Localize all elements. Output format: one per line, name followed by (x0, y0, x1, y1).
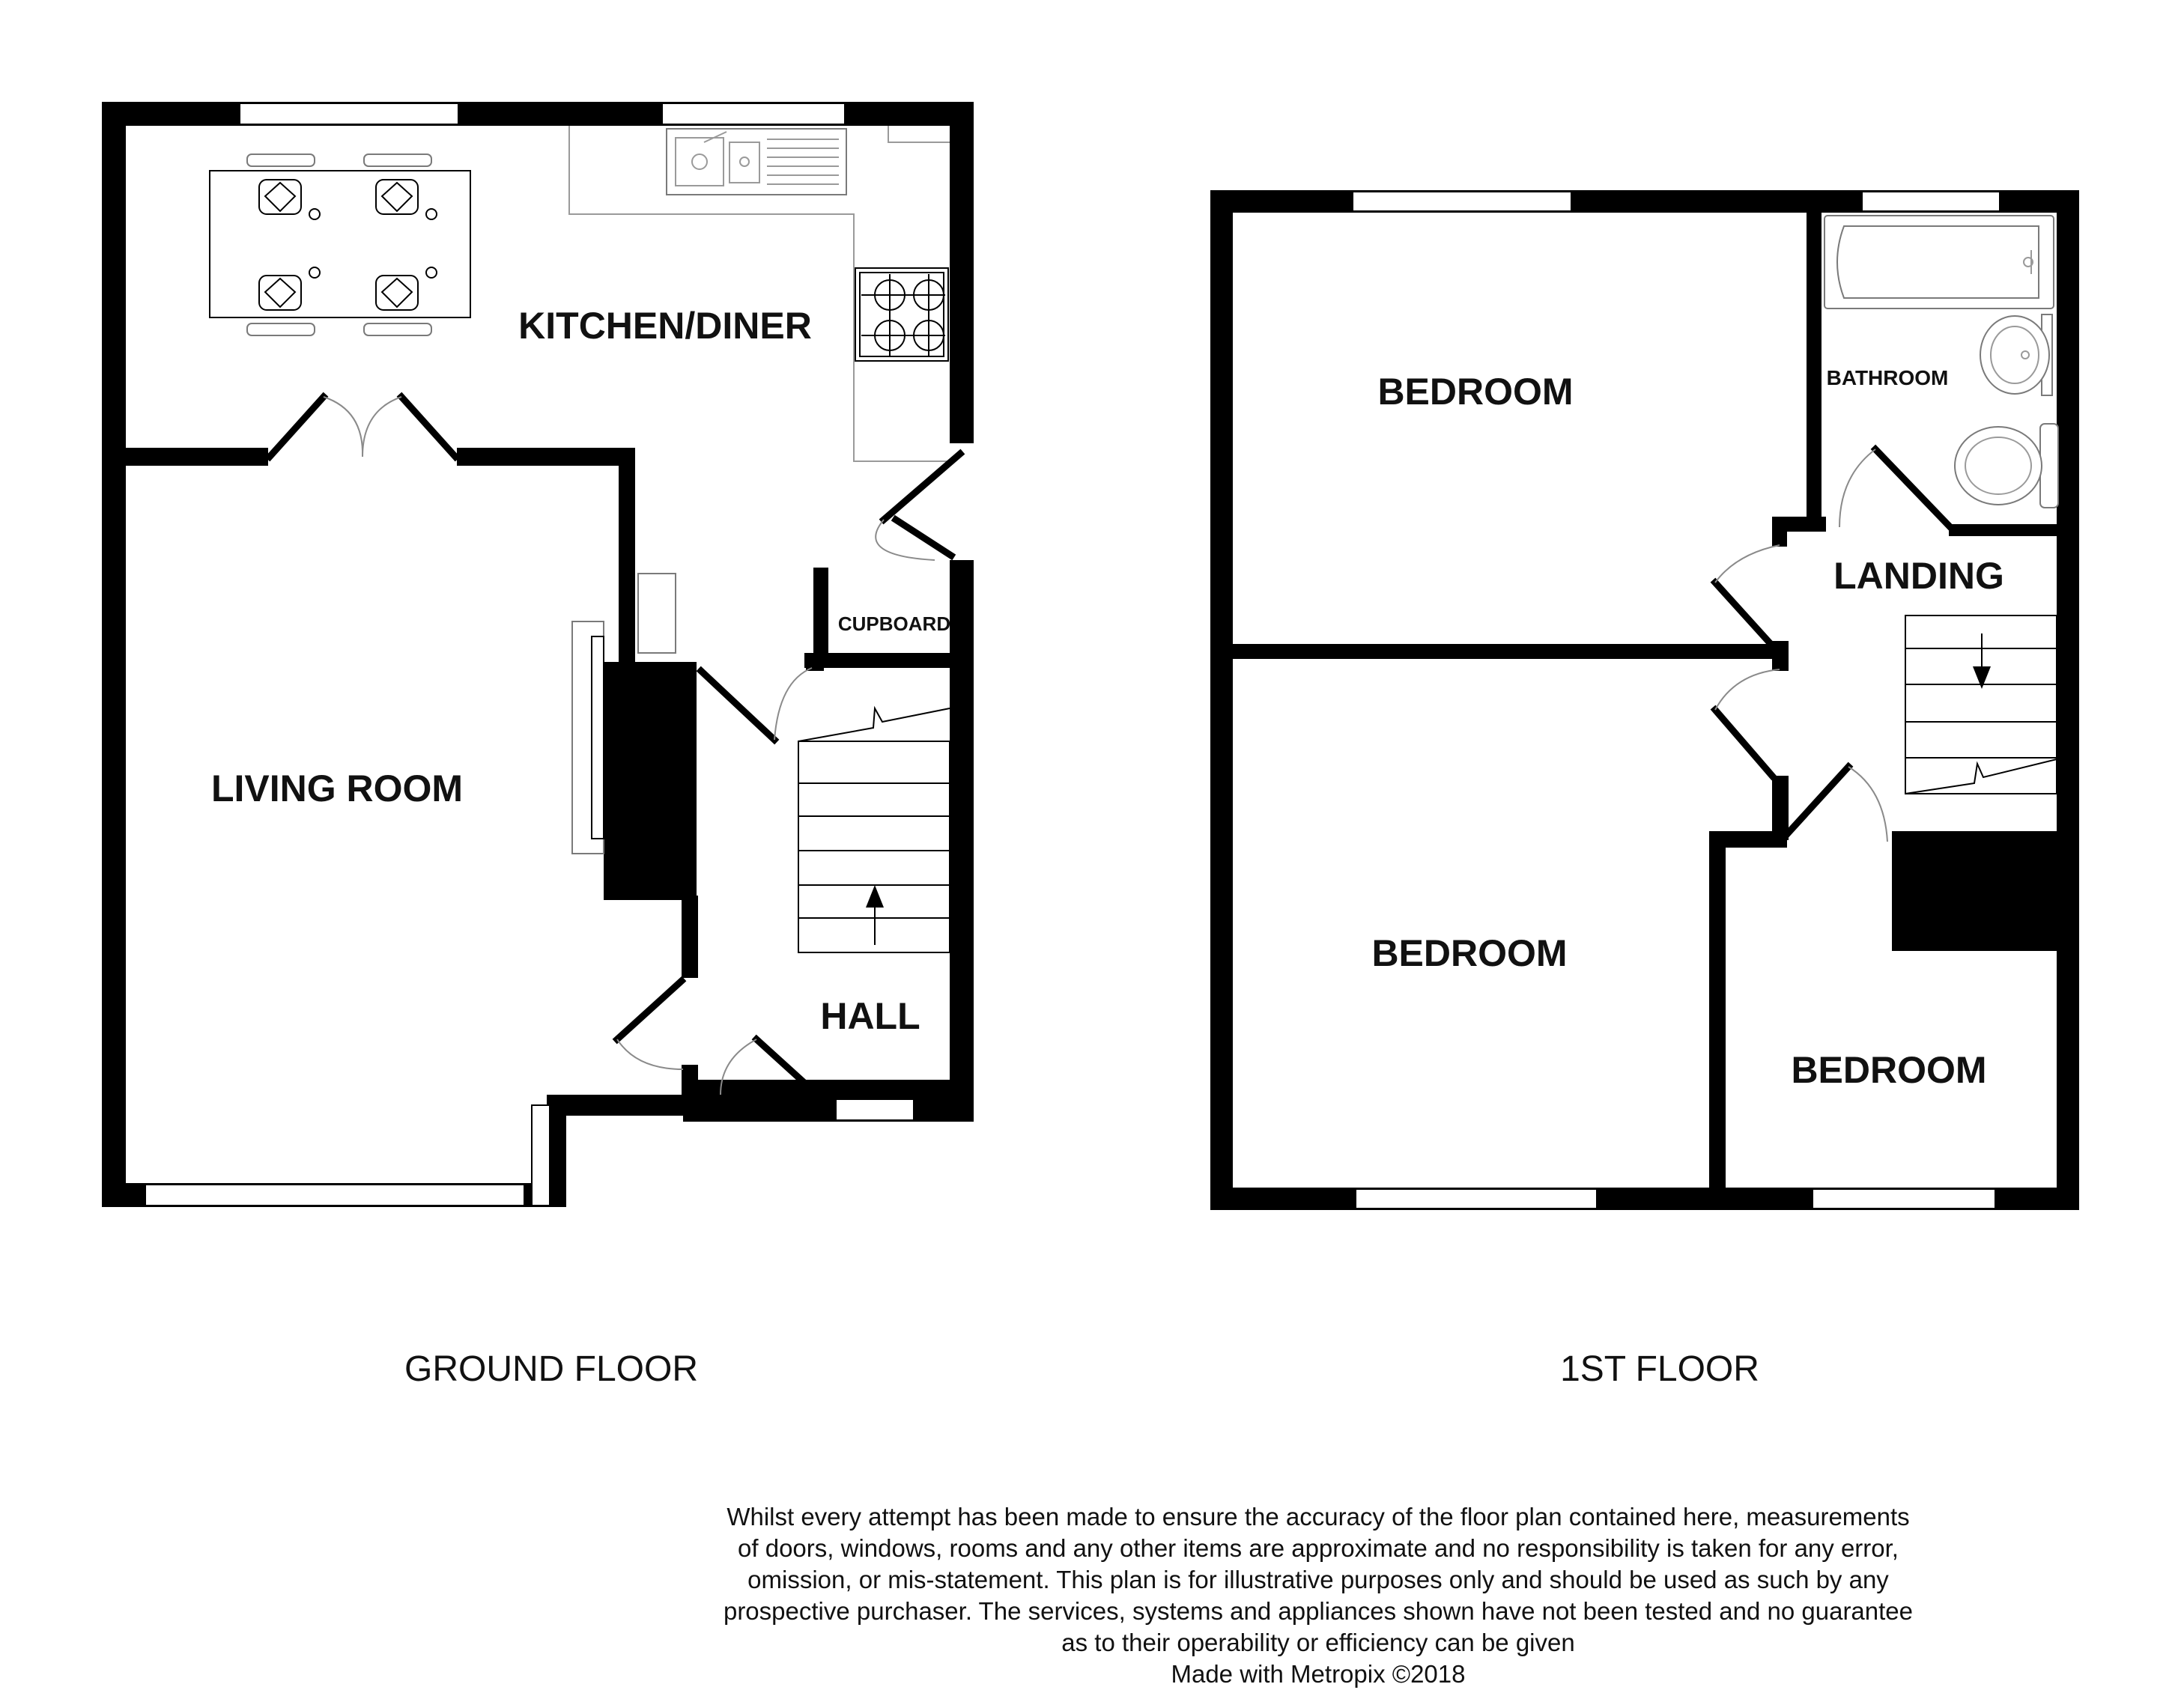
first-floor-plan: BEDROOM BEDROOM BEDROOM BATHROOM LANDING… (1210, 190, 2079, 1389)
door-kitchen-back (875, 449, 965, 561)
first-floor-label: 1ST FLOOR (1560, 1349, 1759, 1389)
ff-wall-left (1210, 190, 1233, 1210)
gf-kitchen-corner-unit (888, 126, 950, 143)
gf-window-living-front (145, 1184, 525, 1206)
room-label-kitchen-diner: KITCHEN/DINER (518, 305, 812, 347)
room-label-bedroom-3: BEDROOM (1791, 1049, 1986, 1091)
bathtub-icon (1824, 215, 2054, 309)
ff-wall-bed3-top (1709, 831, 1787, 848)
gf-wall-cupboard-left (813, 568, 828, 659)
disclaimer-text: Whilst every attempt has been made to en… (614, 1501, 2022, 1690)
gf-wall-right-lower (950, 560, 974, 1122)
room-label-bedroom-2: BEDROOM (1371, 932, 1567, 974)
disclaimer-credit: Made with Metropix ©2018 (1171, 1660, 1466, 1688)
gf-window-hall-front (835, 1098, 914, 1121)
disclaimer-line: Whilst every attempt has been made to en… (727, 1503, 1910, 1531)
door-french (264, 392, 461, 462)
ff-wall-landing-low (1772, 776, 1789, 840)
gf-wall-left (102, 102, 126, 1207)
ground-floor-plan: KITCHEN/DINER LIVING ROOM HALL CUPBOARD … (102, 102, 974, 1389)
ff-wall-bed3-left (1709, 831, 1726, 1210)
dining-table-icon (209, 170, 471, 318)
room-label-bedroom-1: BEDROOM (1377, 371, 1573, 413)
hall-meter-box (637, 573, 676, 654)
ff-window-bed1 (1352, 191, 1572, 212)
door-hall-kitchen (696, 666, 813, 745)
room-label-living-room: LIVING ROOM (211, 768, 463, 809)
disclaimer-line: omission, or mis-statement. This plan is… (747, 1566, 1889, 1593)
door-bedroom-3 (1782, 762, 1888, 842)
door-bedroom-2 (1710, 669, 1780, 781)
ff-window-bath (1861, 191, 2001, 212)
hob-icon (855, 267, 949, 362)
sink-icon (666, 128, 847, 195)
toilet-icon (1954, 423, 2059, 508)
gf-window-kitchen-left (239, 103, 459, 125)
gf-wall-living-top-left (126, 448, 268, 466)
gf-wall-front (683, 1080, 974, 1122)
room-label-hall: HALL (820, 995, 920, 1037)
disclaimer-line: of doors, windows, rooms and any other i… (738, 1534, 1899, 1562)
room-label-landing: LANDING (1833, 555, 2004, 597)
ff-wall-landing-bath (1949, 524, 2079, 536)
ff-wall-bed-divider (1233, 644, 1772, 659)
dining-chair-icon (246, 154, 437, 336)
ff-window-bed2 (1355, 1188, 1598, 1209)
gf-wall-living-right (619, 448, 635, 665)
gf-staircase (798, 705, 950, 953)
door-living-hall (612, 976, 687, 1070)
stairs-down-arrow-icon (1973, 666, 1991, 689)
door-bedroom-1 (1710, 544, 1780, 651)
ff-wall-right (2057, 190, 2079, 1210)
disclaimer-line: as to their operability or efficiency ca… (1061, 1629, 1575, 1656)
ff-staircase (1905, 615, 2057, 794)
ff-window-bed3 (1812, 1188, 1996, 1209)
gf-wall-right-upper (950, 102, 974, 443)
door-bathroom (1839, 444, 1954, 531)
basin-icon (1980, 314, 2053, 396)
gf-wall-hall-stub (682, 1065, 698, 1101)
ground-floor-label: GROUND FLOOR (404, 1349, 698, 1389)
ff-wall-landing-left (1772, 517, 1787, 547)
ff-cupboard-block (1892, 831, 2057, 951)
gf-wall-hall-left (682, 896, 698, 978)
ff-wall-landing-mid (1772, 641, 1789, 671)
gf-kitchen-worktop (568, 126, 950, 462)
room-label-cupboard: CUPBOARD (838, 613, 950, 635)
fireplace-hearth (571, 621, 604, 854)
gf-window-kitchen-sink (661, 103, 846, 125)
fireplace-surround (591, 636, 604, 839)
door-front (720, 1034, 826, 1103)
gf-wall-living-top-right (457, 448, 635, 466)
gf-chimney-breast (604, 662, 697, 900)
gf-window-bay-side (531, 1104, 550, 1206)
ff-wall-bed1-right (1807, 190, 1821, 517)
disclaimer-line: prospective purchaser. The services, sys… (723, 1597, 1914, 1625)
ff-wall-landing-top (1775, 517, 1826, 532)
gf-wall-cupboard-bottom (804, 653, 974, 668)
stairs-up-arrow-icon (866, 885, 884, 908)
room-label-bathroom: BATHROOM (1827, 366, 1949, 389)
